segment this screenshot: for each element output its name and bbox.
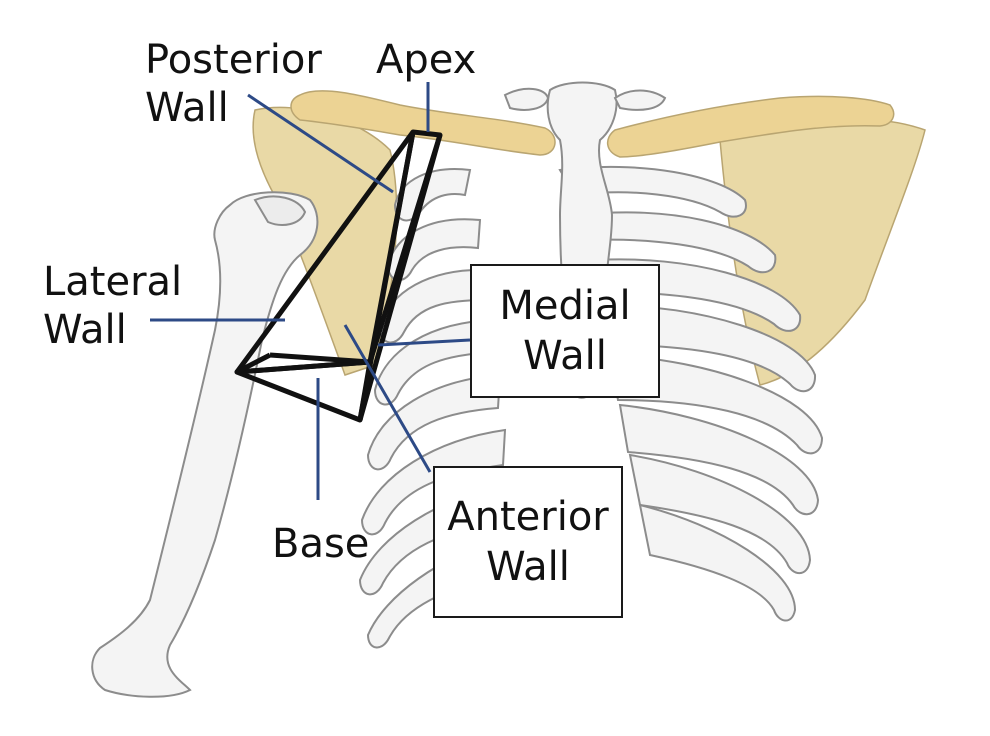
left-clavicle (290, 90, 556, 156)
medial-wall-leader (377, 338, 471, 347)
posterior-wall-label-line2: Wall (145, 85, 229, 131)
medial-wall-label-line1: Medial (499, 283, 631, 329)
lateral-wall-label-line1: Lateral (43, 259, 183, 305)
posterior-wall-label: Posterior Wall (145, 36, 322, 132)
vertebra (503, 87, 667, 111)
medial-wall-box: Medial Wall (470, 264, 660, 398)
base-label: Base (272, 521, 370, 567)
anterior-wall-label-line2: Wall (486, 544, 570, 590)
anterior-wall-box: Anterior Wall (433, 466, 623, 618)
anterior-wall-leader (343, 324, 432, 473)
medial-wall-label-line2: Wall (523, 333, 607, 379)
lateral-wall-label-line2: Wall (43, 307, 127, 353)
anterior-wall-label-line1: Anterior (447, 494, 609, 540)
posterior-wall-leader (247, 93, 394, 194)
lateral-wall-label: Lateral Wall (43, 258, 182, 354)
posterior-wall-label-line1: Posterior (145, 37, 322, 83)
right-clavicle (607, 95, 895, 158)
apex-label: Apex (376, 37, 477, 83)
humerus (91, 191, 319, 698)
leader-lines (150, 82, 471, 500)
